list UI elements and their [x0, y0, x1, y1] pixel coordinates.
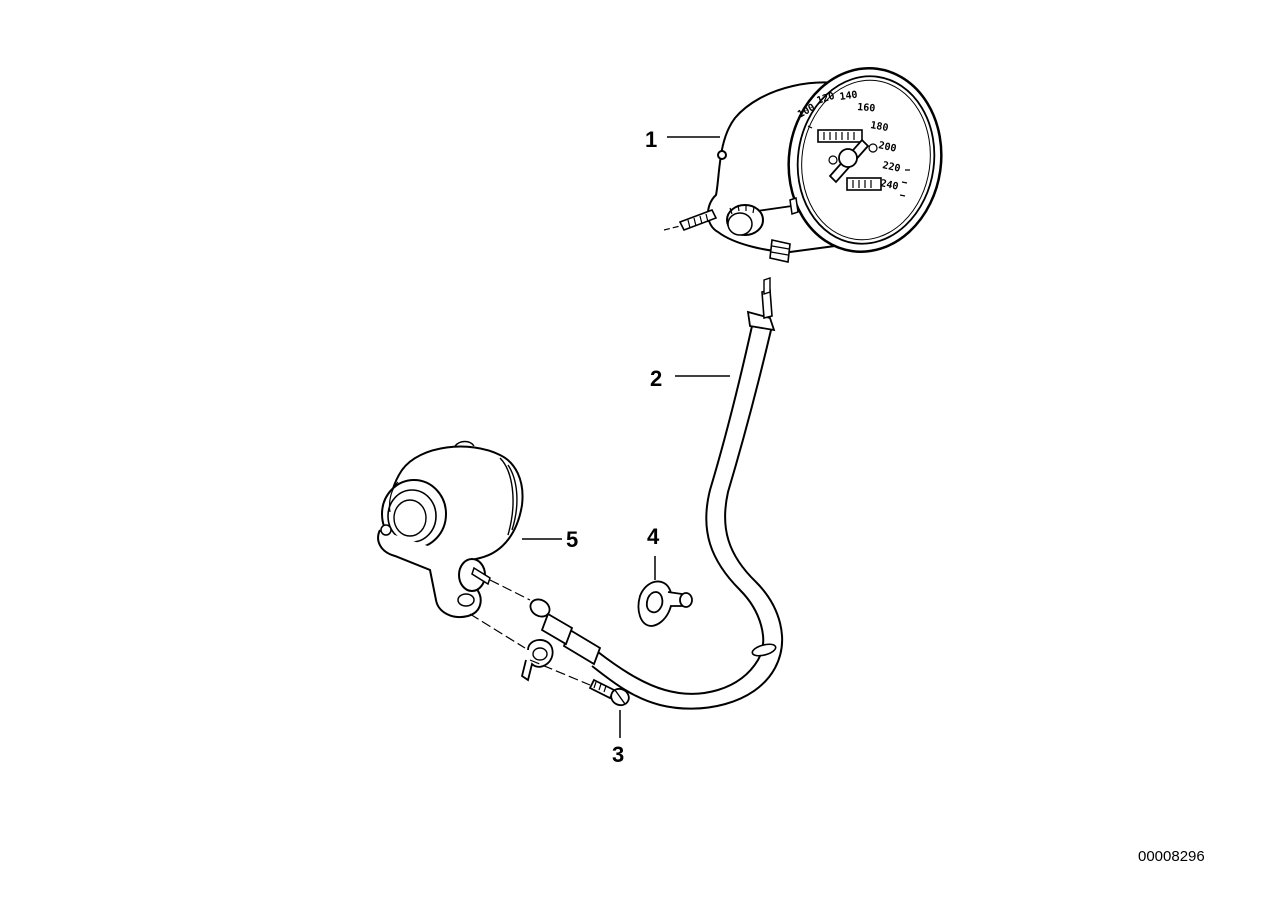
dial-label: 240	[879, 178, 899, 193]
speedometer-face	[801, 79, 931, 241]
dial-label: 220	[881, 160, 901, 175]
cable-grommet	[637, 556, 693, 627]
dial-label: 160	[857, 102, 876, 115]
dial-label: 120	[816, 91, 837, 107]
callout-5: 5	[566, 527, 578, 552]
speedometer	[663, 67, 943, 263]
drive-flange	[377, 529, 482, 618]
dial-label: 200	[877, 140, 897, 155]
speedometer-bezel	[787, 67, 943, 253]
threaded-stud	[678, 208, 718, 232]
speedometer-cable	[520, 277, 783, 710]
cable-connector-stud	[769, 239, 791, 263]
speedometer-drive	[377, 440, 562, 649]
trip-odometer-window	[846, 177, 882, 191]
dial-label: 140	[839, 90, 858, 103]
speedometer-bezel-inner	[796, 75, 936, 245]
callout-1: 1	[645, 127, 657, 152]
screw	[529, 659, 630, 738]
dial-label: 180	[869, 120, 889, 134]
mounting-stud	[717, 150, 727, 160]
cable-sheath	[597, 325, 765, 695]
needle-hub	[838, 148, 858, 168]
callout-3: 3	[612, 742, 624, 767]
callout-2: 2	[650, 366, 662, 391]
drawing-number: 00008296	[1138, 848, 1205, 865]
callout-4: 4	[647, 524, 660, 549]
cable-nut	[529, 598, 551, 618]
cable-upper-ferrule	[746, 310, 776, 332]
odometer-window	[817, 129, 863, 143]
